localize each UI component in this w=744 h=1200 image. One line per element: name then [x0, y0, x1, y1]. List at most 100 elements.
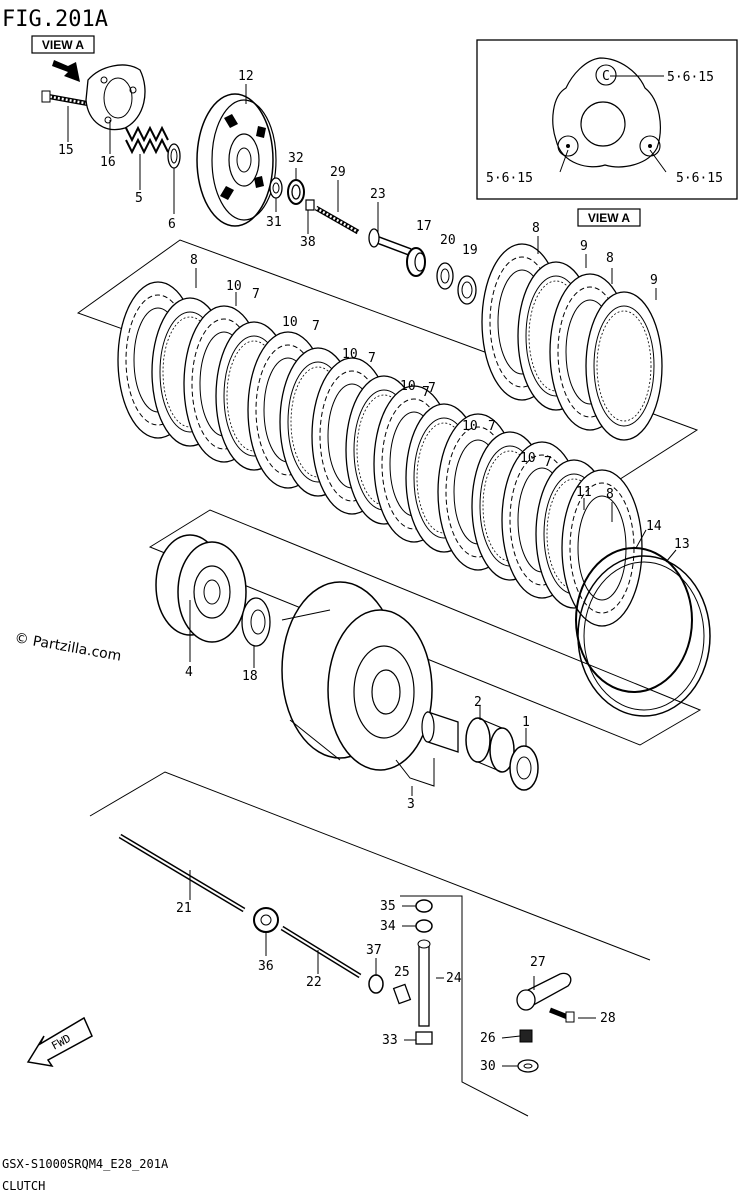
callout-15: 15	[58, 143, 74, 158]
watermark: © Partzilla.com	[13, 630, 122, 665]
leader-lines	[67, 84, 677, 1067]
callout-8d: 8	[606, 487, 614, 502]
part-bearing-36	[253, 907, 279, 933]
callout-24: 24	[446, 971, 462, 986]
callout-1: 1	[522, 715, 530, 730]
callout-20: 20	[440, 233, 456, 248]
part-bushing-35	[415, 899, 433, 913]
part-seal-34	[415, 919, 433, 933]
inset-center-mark: C	[602, 69, 610, 84]
callout-8a: 8	[190, 253, 198, 268]
part-nut-38	[305, 199, 315, 211]
callout-7f: 7	[544, 455, 552, 470]
callout-7b: 7	[312, 319, 320, 334]
callout-11: 11	[576, 485, 592, 500]
part-wire-ring-14	[575, 547, 693, 693]
callout-35: 35	[380, 899, 396, 914]
callout-10e: 10	[462, 419, 478, 434]
part-bushing-33	[415, 1031, 433, 1045]
part-push-rod-21	[118, 833, 246, 913]
part-clutch-housing-3	[281, 581, 433, 771]
part-release-arm-27	[516, 972, 572, 1011]
view-a-tag: VIEW A	[31, 35, 95, 54]
fwd-arrow: FWD	[26, 1016, 93, 1068]
part-release-rod-23	[368, 228, 412, 256]
part-release-shaft-24	[417, 939, 431, 1027]
callout-21: 21	[176, 901, 192, 916]
callout-10b: 10	[282, 315, 298, 330]
callout-numbers: 1 2 3 4 5 6 7 7 7 7 7 7 7 8 8 8 8 9 9 10…	[58, 69, 690, 1074]
callout-19: 19	[462, 243, 478, 258]
part-bearing-17	[406, 247, 426, 277]
callout-5: 5	[135, 191, 143, 206]
part-circlip-13	[577, 555, 711, 717]
hub-assembly-frame	[148, 509, 702, 746]
callout-10a: 10	[226, 279, 242, 294]
callout-13: 13	[674, 537, 690, 552]
callout-14: 14	[646, 519, 662, 534]
view-a-inset: C 5·6·15 5·6·15 5·6·15	[476, 39, 738, 200]
part-pin-25	[392, 983, 412, 1005]
part-washer-30	[517, 1059, 539, 1073]
callout-4: 4	[185, 665, 193, 680]
view-a-tag-text: VIEW A	[42, 38, 85, 52]
part-push-rod-22	[280, 925, 362, 979]
callout-29: 29	[330, 165, 346, 180]
callout-16: 16	[100, 155, 116, 170]
part-washer-6	[167, 143, 181, 169]
callout-38: 38	[300, 235, 316, 250]
callout-25: 25	[394, 965, 410, 980]
callout-22: 22	[306, 975, 322, 990]
callout-9a: 9	[580, 239, 588, 254]
section-name: CLUTCH	[2, 1179, 45, 1193]
part-pressure-plate-12	[196, 93, 277, 227]
inset-bolt-label-right: 5·6·15	[676, 171, 723, 186]
part-spring-5	[125, 125, 169, 155]
release-mechanism-frame	[89, 771, 651, 961]
part-oil-seal-37	[368, 974, 384, 994]
part-clutch-hub-4	[155, 534, 247, 643]
callout-3: 3	[407, 797, 415, 812]
part-bolt-28	[549, 1007, 575, 1023]
callout-7e: 7	[488, 419, 496, 434]
part-bearing-32	[287, 179, 305, 205]
upper-right-plates	[481, 243, 663, 441]
callout-26: 26	[480, 1031, 496, 1046]
callout-2: 2	[474, 695, 482, 710]
callout-33: 33	[382, 1033, 398, 1048]
callout-18: 18	[242, 669, 258, 684]
callout-10c: 10	[342, 347, 358, 362]
callout-34: 34	[380, 919, 396, 934]
callout-32: 32	[288, 151, 304, 166]
callout-9b: 9	[650, 273, 658, 288]
inset-bolt-label-left: 5·6·15	[486, 171, 533, 186]
callout-7a: 7	[252, 287, 260, 302]
callout-10f: 10	[520, 451, 536, 466]
inset-view-a-tag: VIEW A	[577, 208, 641, 227]
part-nut-26	[519, 1029, 533, 1043]
part-washer-31	[269, 177, 283, 199]
callout-8b: 8	[532, 221, 540, 236]
model-code: GSX-S1000SRQM4_E28_201A	[2, 1157, 169, 1171]
part-needle-bearing	[465, 717, 515, 773]
part-sleeve-2	[421, 711, 459, 753]
callout-7d: 7	[428, 381, 436, 396]
callout-17: 17	[416, 219, 432, 234]
view-a-arrow	[52, 60, 80, 82]
callout-12: 12	[238, 69, 254, 84]
callout-30: 30	[480, 1059, 496, 1074]
callout-36: 36	[258, 959, 274, 974]
inset-bolt-label-top: 5·6·15	[667, 70, 714, 85]
inset-view-a-tag-text: VIEW A	[588, 211, 631, 225]
callout-8c: 8	[606, 251, 614, 266]
callout-10d: 10	[400, 379, 416, 394]
callout-7c: 7	[368, 351, 376, 366]
part-spacer-1	[509, 745, 539, 791]
part-bolt-15	[41, 90, 91, 107]
callout-28: 28	[600, 1011, 616, 1026]
plate-9b	[585, 291, 663, 441]
frame-return-line	[400, 895, 529, 1117]
part-washer-18	[241, 597, 271, 647]
callout-7g: 7	[422, 385, 430, 400]
